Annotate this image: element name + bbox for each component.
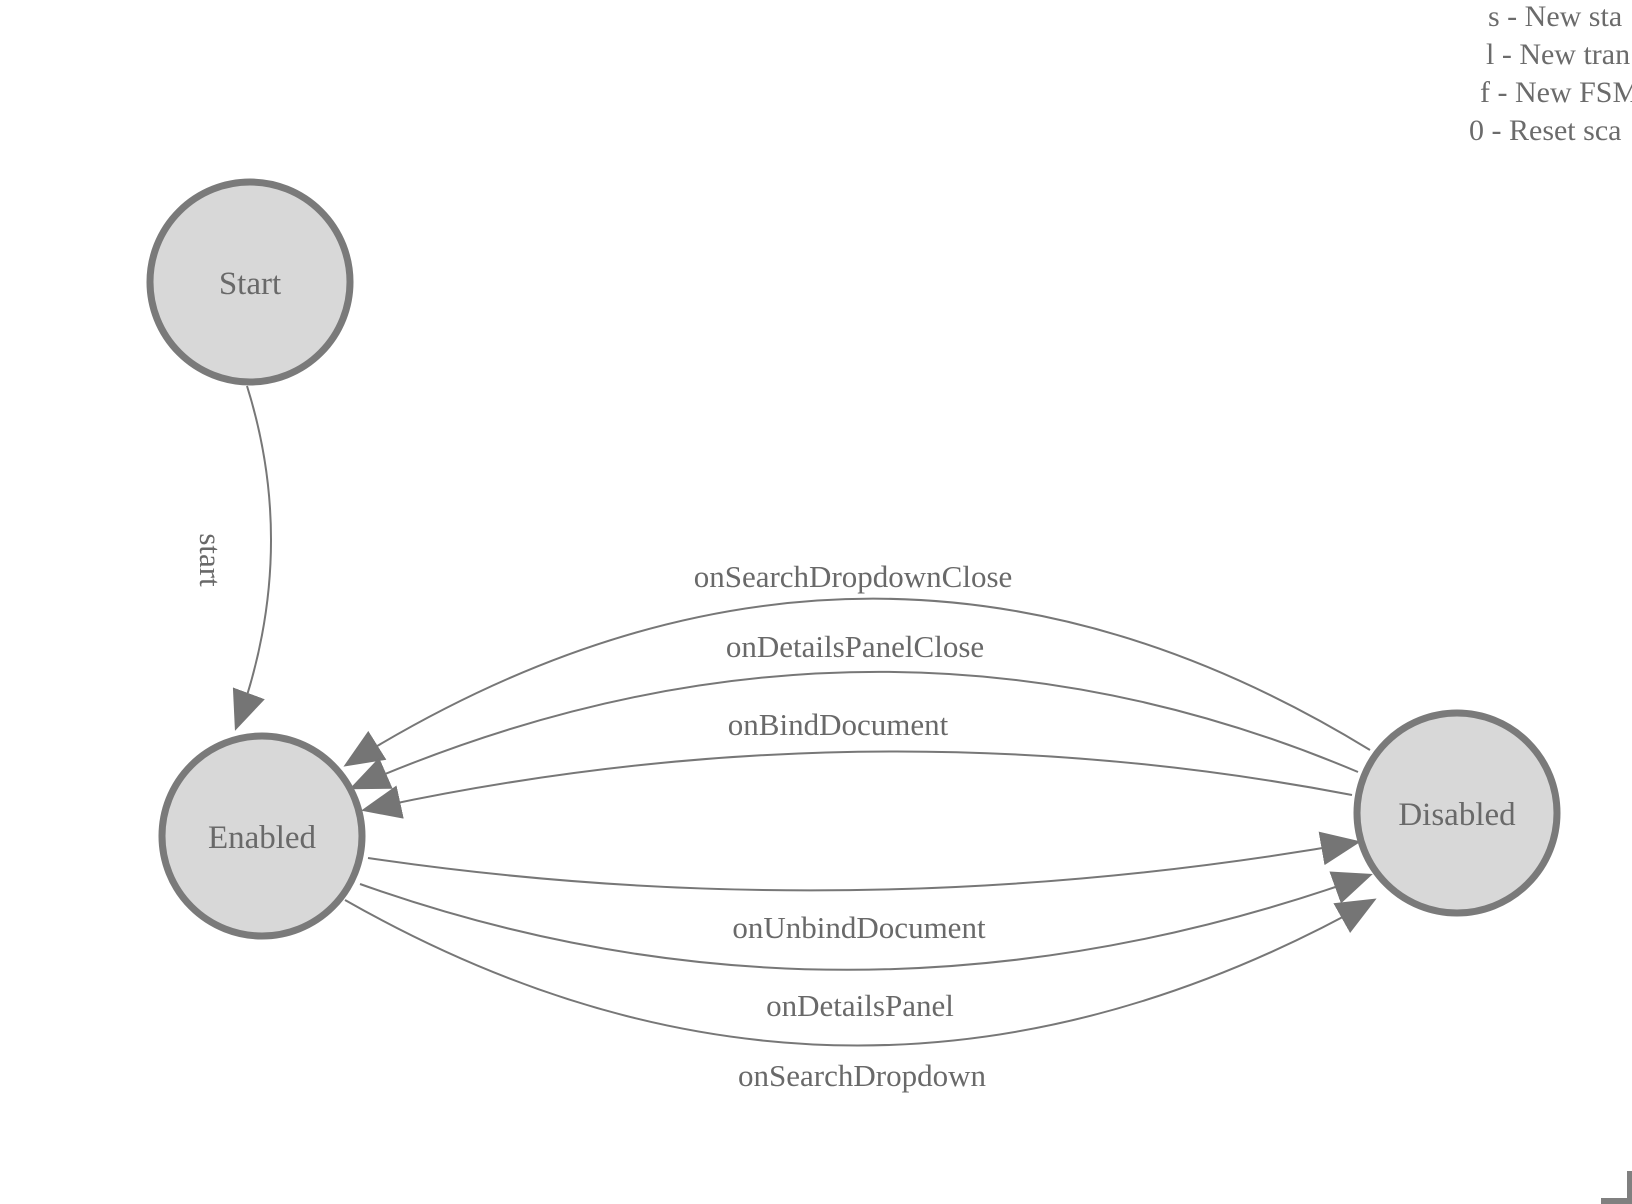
transition-onDetailsPanelClose-label: onDetailsPanelClose <box>726 629 984 664</box>
transition-onDetailsPanel-label: onDetailsPanel <box>766 988 954 1023</box>
state-disabled[interactable]: Disabled <box>1353 709 1561 917</box>
transition-onSearchDropdownClose-label: onSearchDropdownClose <box>694 559 1013 594</box>
transition-onSearchDropdown-path[interactable] <box>344 898 1377 1047</box>
transition-start: start <box>193 385 272 731</box>
transition-onDetailsPanelClose-path[interactable] <box>349 670 1359 790</box>
transition-onUnbindDocument-path[interactable] <box>367 831 1361 892</box>
transition-onDetailsPanel-path[interactable] <box>359 871 1373 971</box>
state-disabled-label: Disabled <box>1398 797 1516 833</box>
state-start-circle[interactable] <box>146 178 354 386</box>
transition-onBindDocument-label: onBindDocument <box>728 707 949 742</box>
transition-onSearchDropdownClose: onSearchDropdownClose <box>343 559 1371 767</box>
state-enabled-label: Enabled <box>208 820 317 856</box>
transition-onBindDocument: onBindDocument <box>361 707 1353 819</box>
state-enabled-circle[interactable] <box>158 732 366 940</box>
corner-mark-vertical-bar <box>1627 1171 1632 1204</box>
canvas-corner-mark <box>1601 1171 1632 1204</box>
transition-start-path[interactable] <box>232 385 272 731</box>
transition-onDetailsPanelClose: onDetailsPanelClose <box>349 629 1359 790</box>
state-start[interactable]: Start <box>146 178 354 386</box>
transition-onUnbindDocument-label: onUnbindDocument <box>732 910 986 945</box>
legend-line-new-fsm: f - New FSM <box>1480 76 1632 109</box>
transition-onSearchDropdown: onSearchDropdown <box>344 898 1377 1093</box>
transition-onUnbindDocument: onUnbindDocument <box>367 831 1361 945</box>
legend-line-new-transition: l - New tran <box>1486 38 1630 71</box>
state-enabled[interactable]: Enabled <box>158 732 366 940</box>
transition-onSearchDropdown-label: onSearchDropdown <box>738 1058 986 1093</box>
legend-line-reset-scale: 0 - Reset sca <box>1469 114 1621 147</box>
state-disabled-circle[interactable] <box>1353 709 1561 917</box>
transition-start-label: start <box>193 533 228 587</box>
corner-mark-horizontal-bar <box>1601 1198 1632 1204</box>
legend-line-new-state: s - New sta <box>1488 0 1622 33</box>
transition-onDetailsPanel: onDetailsPanel <box>359 871 1373 1023</box>
shortcut-legend: s - New sta l - New tran f - New FSM 0 -… <box>1469 0 1632 147</box>
transition-onBindDocument-path[interactable] <box>361 750 1353 819</box>
state-start-label: Start <box>219 266 281 302</box>
transition-onSearchDropdownClose-path[interactable] <box>343 597 1371 767</box>
